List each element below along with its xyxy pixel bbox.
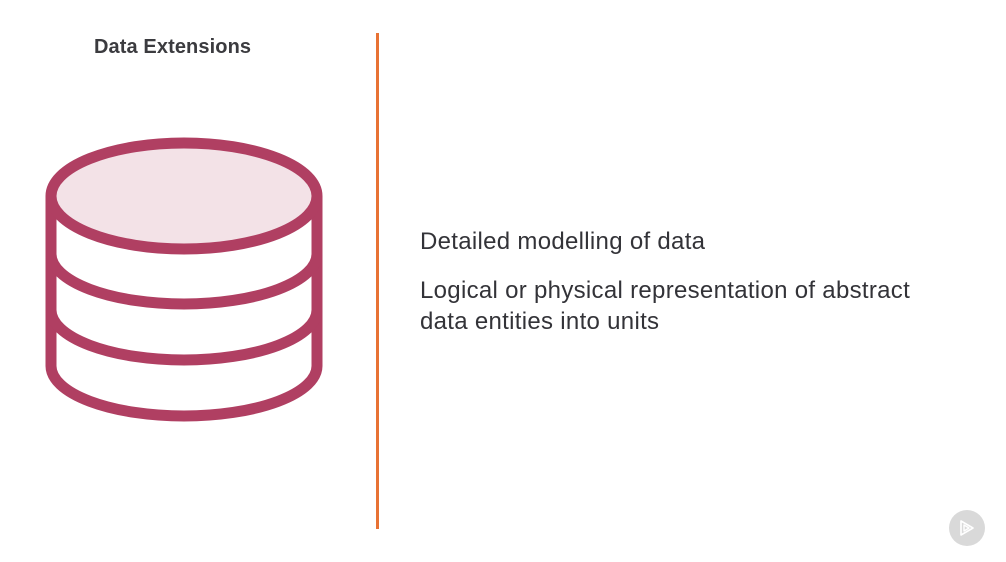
bullet-list: Detailed modelling of data Logical or ph… xyxy=(420,226,940,355)
play-logo-icon xyxy=(960,520,974,536)
bullet-item: Detailed modelling of data xyxy=(420,228,706,255)
vertical-divider xyxy=(376,33,379,529)
player-logo-button[interactable] xyxy=(949,510,985,546)
bullet-item: Logical or physical representation of ab… xyxy=(420,277,911,335)
database-icon xyxy=(44,136,324,426)
section-title: Data Extensions xyxy=(94,36,252,58)
